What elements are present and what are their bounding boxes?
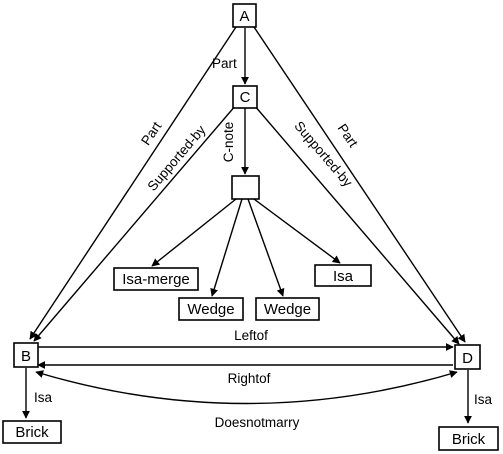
node-brick-left-label: Brick [15,424,49,441]
node-c-label: C [240,89,251,106]
node-empty [231,175,260,200]
node-brick-right: Brick [438,426,499,451]
edge-empty-wedge-right [247,198,285,297]
node-isa-box-label: Isa [333,268,354,285]
node-d-label: D [462,350,473,367]
node-wedge-left: Wedge [178,297,244,321]
node-wedge-right: Wedge [255,297,320,321]
node-b: B [13,342,39,368]
edge-c-d [253,104,460,345]
edge-a-b [29,26,237,340]
label-rightof: Rightof [228,371,271,386]
node-brick-right-label: Brick [452,431,486,448]
node-a: A [232,3,257,28]
node-d: D [454,344,481,370]
node-b-label: B [21,348,31,365]
node-brick-left: Brick [2,420,62,444]
label-c-note: C-note [221,122,236,163]
edge-empty-isa-merge [151,198,237,267]
node-isa-merge-label: Isa-merge [122,271,190,288]
edge-c-b [33,104,237,342]
label-b-brick-isa: Isa [34,390,53,405]
edge-empty-wedge-left [210,198,243,297]
node-a-label: A [239,8,249,25]
edge-a-d [253,26,466,343]
edge-b-d-doesnotmarry [35,370,458,405]
label-a-c: Part [212,56,237,71]
node-isa-box: Isa [314,264,372,287]
node-isa-merge: Isa-merge [113,267,199,291]
node-wedge-left-label: Wedge [187,301,234,318]
edge-empty-isa-box [253,198,341,264]
label-a-b: Part [138,119,164,148]
label-leftof: Leftof [234,328,268,343]
node-wedge-right-label: Wedge [264,301,311,318]
node-c: C [232,85,258,109]
label-a-d: Part [335,121,361,150]
label-doesnotmarry: Doesnotmarry [215,415,300,430]
label-d-brick-isa: Isa [474,392,493,407]
